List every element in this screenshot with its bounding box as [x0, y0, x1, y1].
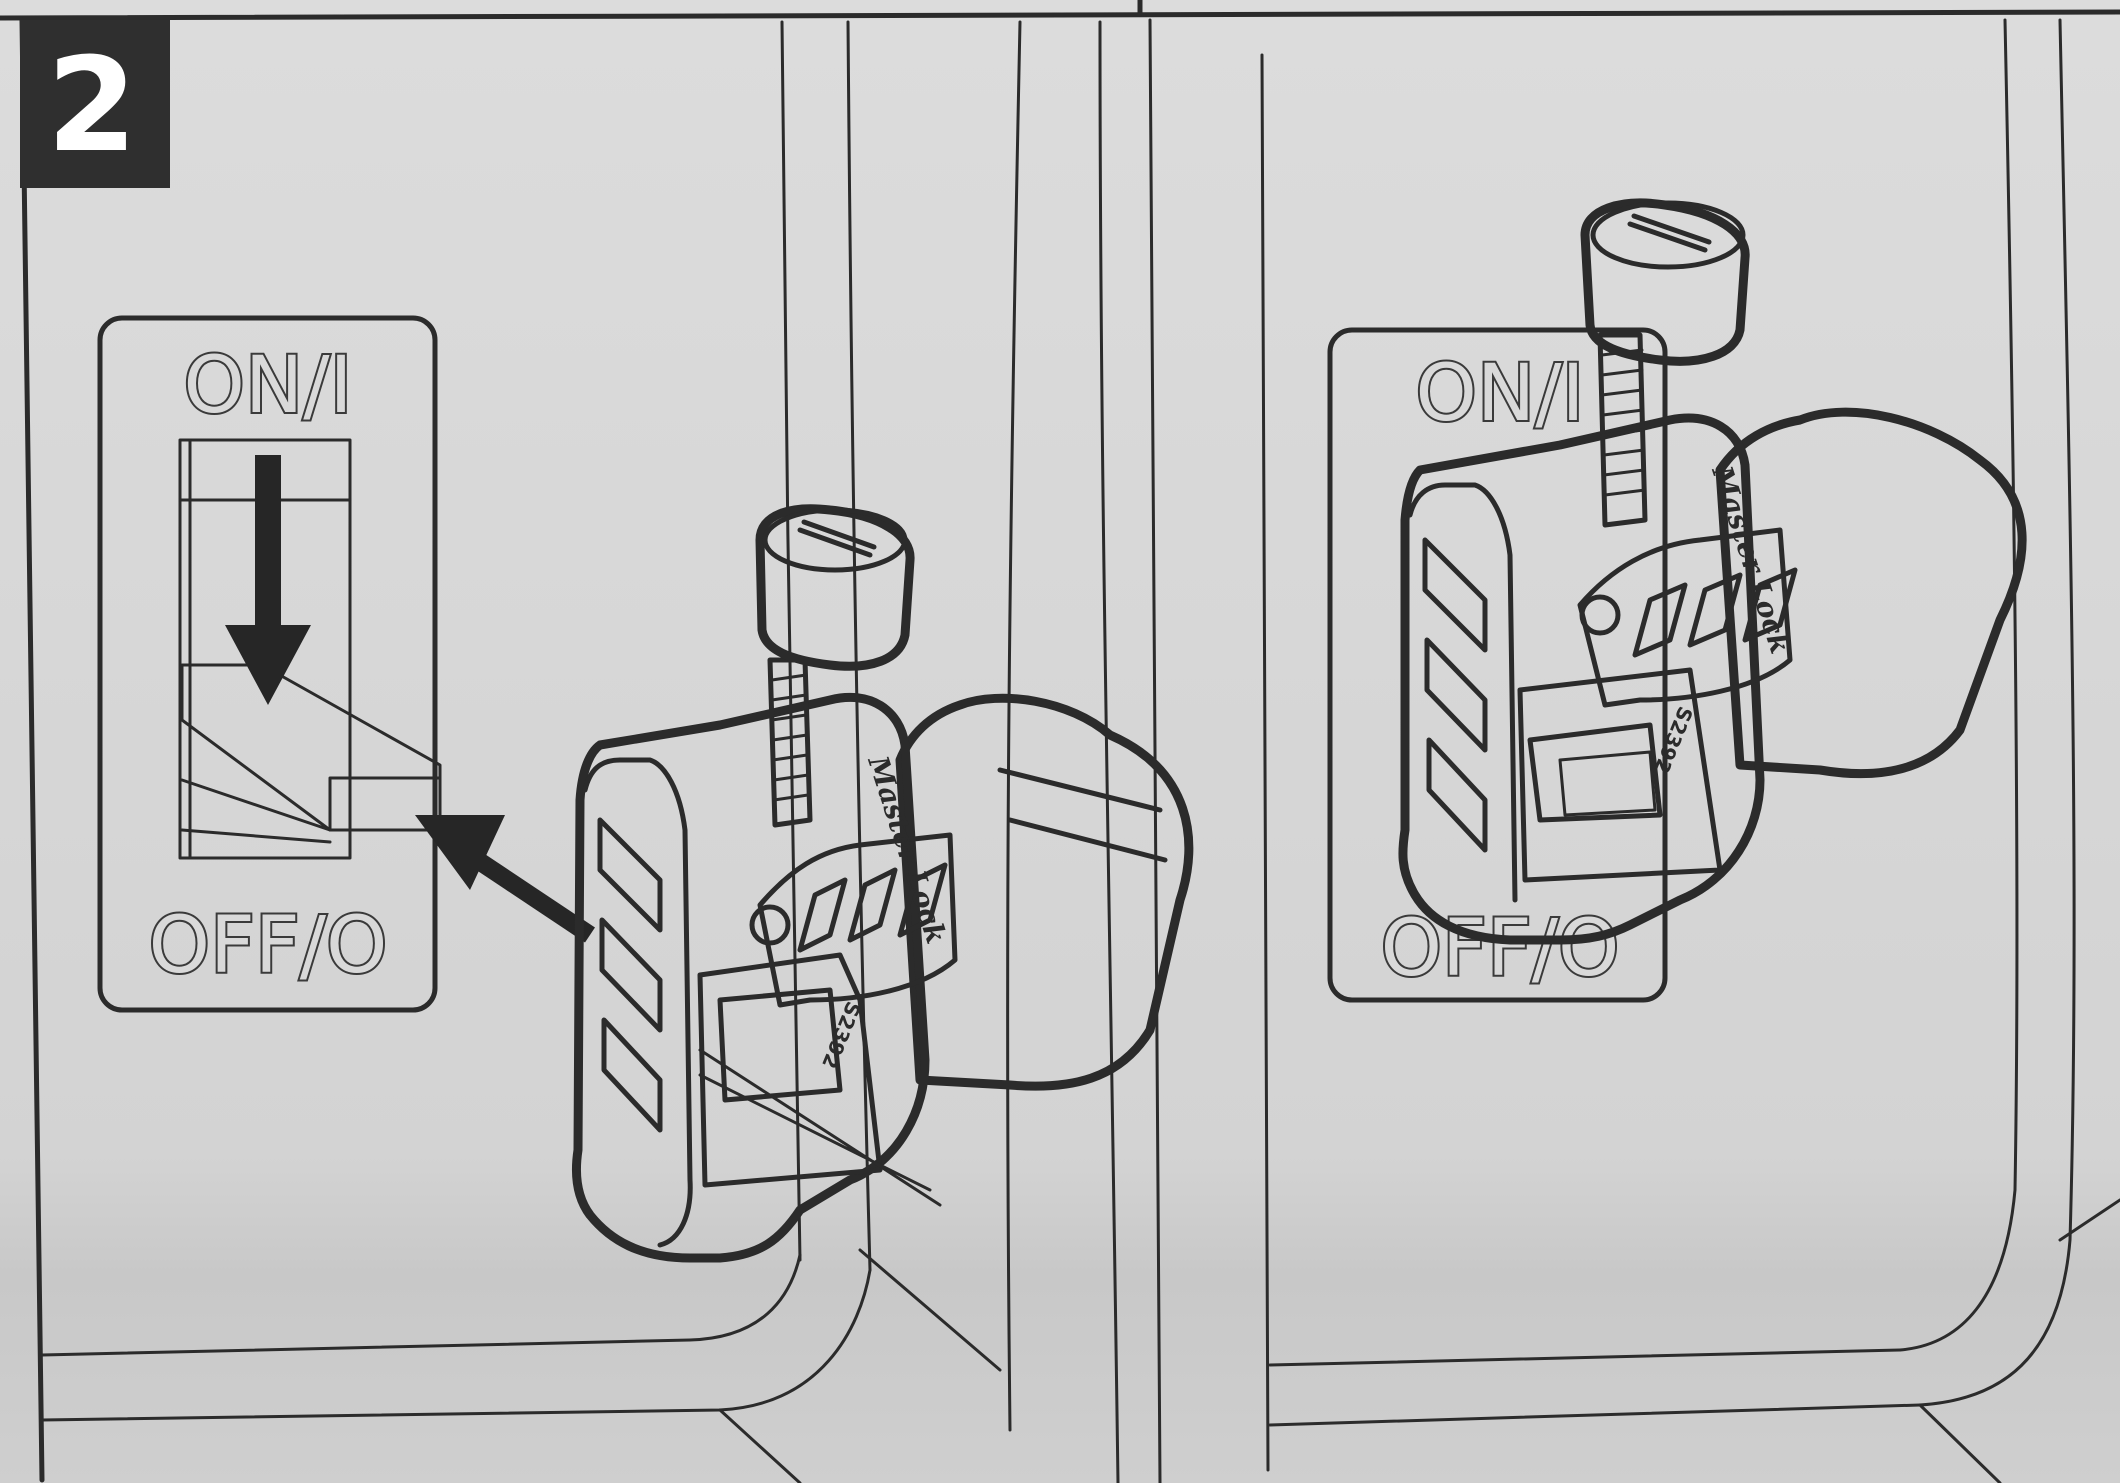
step-number: 2	[47, 29, 137, 181]
off-label: OFF/O	[1381, 904, 1620, 994]
step-badge: 2	[20, 20, 170, 188]
on-label: ON/I	[1415, 349, 1584, 439]
on-label: ON/I	[183, 341, 352, 431]
off-label: OFF/O	[149, 901, 388, 991]
